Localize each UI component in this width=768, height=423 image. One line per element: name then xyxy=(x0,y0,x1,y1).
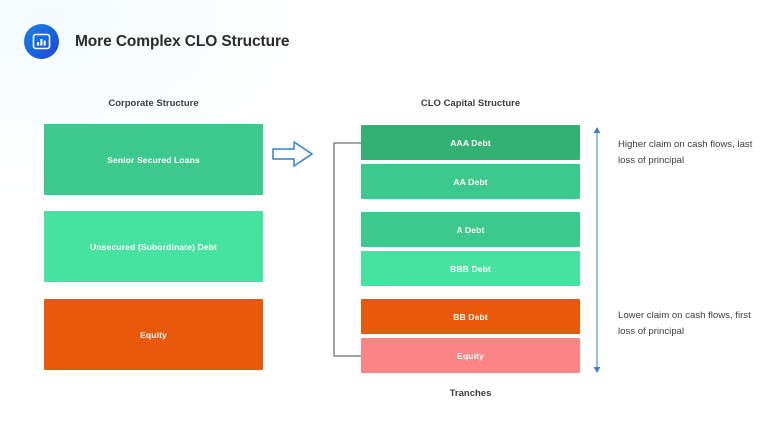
corporate-box-equity: Equity xyxy=(44,299,263,370)
tranche-aaa-debt: AAA Debt xyxy=(361,125,580,160)
claim-priority-scale-arrow xyxy=(592,126,602,379)
right-arrow-icon xyxy=(272,140,314,173)
tranche-aa-debt: AA Debt xyxy=(361,164,580,199)
tranche-bb-debt: BB Debt xyxy=(361,299,580,334)
tranche-bracket xyxy=(333,142,363,362)
tranches-label: Tranches xyxy=(449,388,492,399)
tranche-bbb-debt: BBB Debt xyxy=(361,251,580,286)
annotation-lower-claim: Lower claim on cash flows, first loss of… xyxy=(618,310,751,337)
slide-header: More Complex CLO Structure xyxy=(24,24,290,59)
annotation-higher-claim: Higher claim on cash flows, last loss of… xyxy=(618,139,753,166)
clo-capital-structure-heading: CLO Capital Structure xyxy=(420,98,521,109)
corporate-structure-heading: Corporate Structure xyxy=(108,98,199,109)
corporate-box-senior-secured-loans: Senior Secured Loans xyxy=(44,124,263,195)
tranche-equity: Equity xyxy=(361,338,580,373)
bar-chart-icon xyxy=(24,24,59,59)
page-title: More Complex CLO Structure xyxy=(75,32,290,50)
corporate-box-unsecured-subordinate-debt: Unsecured (Subordinate) Debt xyxy=(44,211,263,282)
tranche-a-debt: A Debt xyxy=(361,212,580,247)
